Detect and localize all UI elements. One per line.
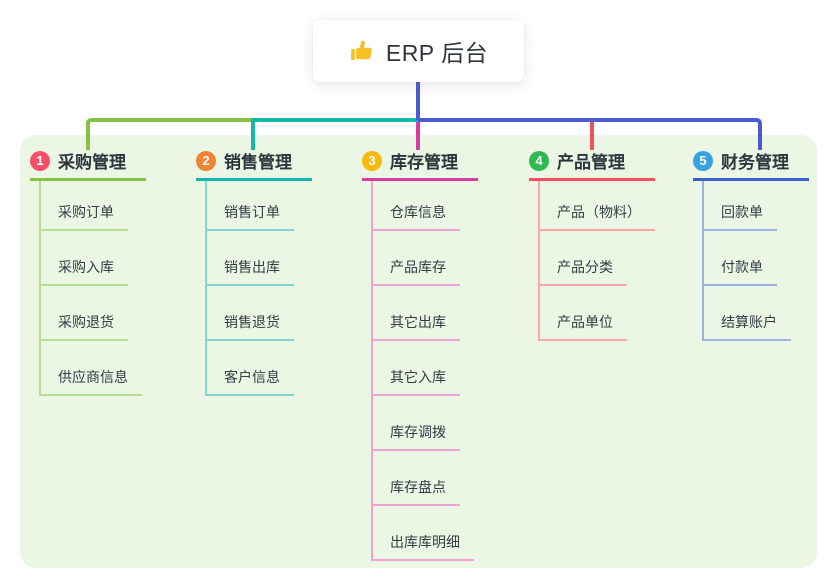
branch-number-badge: 4 xyxy=(529,150,549,171)
branch-title: 产品管理 xyxy=(557,153,625,172)
branch-item[interactable]: 其它出库 xyxy=(373,286,474,341)
branch-item-label: 产品库存 xyxy=(373,257,460,286)
branch-item-label: 其它出库 xyxy=(373,312,460,341)
branch-item[interactable]: 采购退货 xyxy=(41,286,142,341)
branch-title: 采购管理 xyxy=(58,153,126,172)
branch-item[interactable]: 供应商信息 xyxy=(41,341,142,396)
branch-item[interactable]: 销售出库 xyxy=(207,231,294,286)
branch-item[interactable]: 仓库信息 xyxy=(373,181,474,231)
branch-item-label: 销售退货 xyxy=(207,312,294,341)
branch-items: 销售订单销售出库销售退货客户信息 xyxy=(205,181,294,396)
branch-item[interactable]: 其它入库 xyxy=(373,341,474,396)
branch-item-label: 产品分类 xyxy=(540,257,627,286)
branch-item[interactable]: 结算账户 xyxy=(704,286,791,341)
branch-items: 仓库信息产品库存其它出库其它入库库存调拨库存盘点出库库明细 xyxy=(371,181,474,561)
branch-item-label: 仓库信息 xyxy=(373,202,460,231)
branch-item[interactable]: 回款单 xyxy=(704,181,791,231)
branch-item-label: 采购订单 xyxy=(41,202,128,231)
branch-item-label: 产品单位 xyxy=(540,312,627,341)
branch-items: 采购订单采购入库采购退货供应商信息 xyxy=(39,181,142,396)
branch-header-inventory[interactable]: 3 库存管理 xyxy=(362,148,478,181)
branch-number-badge: 5 xyxy=(693,150,713,171)
branch-item-label: 销售订单 xyxy=(207,202,294,231)
branch-title: 库存管理 xyxy=(390,153,458,172)
branch-item[interactable]: 库存调拨 xyxy=(373,396,474,451)
branch-finance: 5 财务管理 回款单付款单结算账户 xyxy=(693,148,809,341)
branch-item[interactable]: 库存盘点 xyxy=(373,451,474,506)
branch-item[interactable]: 产品单位 xyxy=(540,286,655,341)
branch-header-finance[interactable]: 5 财务管理 xyxy=(693,148,809,181)
branch-number-badge: 2 xyxy=(196,150,216,171)
branch-inventory: 3 库存管理 仓库信息产品库存其它出库其它入库库存调拨库存盘点出库库明细 xyxy=(362,148,478,561)
branch-item[interactable]: 销售订单 xyxy=(207,181,294,231)
branch-item-label: 库存盘点 xyxy=(373,477,460,506)
branch-items: 回款单付款单结算账户 xyxy=(702,181,791,341)
branch-item[interactable]: 采购入库 xyxy=(41,231,142,286)
branch-item-label: 产品（物料） xyxy=(540,202,655,231)
branch-item-label: 库存调拨 xyxy=(373,422,460,451)
branch-header-purchase[interactable]: 1 采购管理 xyxy=(30,148,146,181)
branch-item-label: 其它入库 xyxy=(373,367,460,396)
branch-item-label: 客户信息 xyxy=(207,367,294,396)
branch-item[interactable]: 采购订单 xyxy=(41,181,142,231)
branch-item[interactable]: 出库库明细 xyxy=(373,506,474,561)
branch-item[interactable]: 产品（物料） xyxy=(540,181,655,231)
branch-header-sales[interactable]: 2 销售管理 xyxy=(196,148,312,181)
root-title: ERP 后台 xyxy=(385,40,489,66)
branch-item[interactable]: 产品分类 xyxy=(540,231,655,286)
branch-title: 财务管理 xyxy=(721,153,789,172)
branch-item[interactable]: 产品库存 xyxy=(373,231,474,286)
branch-item[interactable]: 销售退货 xyxy=(207,286,294,341)
branch-sales: 2 销售管理 销售订单销售出库销售退货客户信息 xyxy=(196,148,312,396)
branch-item-label: 出库库明细 xyxy=(373,532,474,561)
branch-purchase: 1 采购管理 采购订单采购入库采购退货供应商信息 xyxy=(30,148,146,396)
branch-title: 销售管理 xyxy=(224,153,292,172)
root-node[interactable]: ERP 后台 xyxy=(313,20,524,82)
branch-item[interactable]: 付款单 xyxy=(704,231,791,286)
branch-item-label: 采购退货 xyxy=(41,312,128,341)
branch-items: 产品（物料） 产品分类产品单位 xyxy=(538,181,655,341)
branch-item-label: 采购入库 xyxy=(41,257,128,286)
branch-item-label: 供应商信息 xyxy=(41,367,142,396)
branch-item-label: 付款单 xyxy=(704,257,777,286)
thumbs-up-icon xyxy=(349,38,375,64)
branch-item-label: 回款单 xyxy=(704,202,777,231)
branch-product: 4 产品管理 产品（物料） 产品分类产品单位 xyxy=(529,148,655,341)
branch-number-badge: 1 xyxy=(30,150,50,171)
branch-item[interactable]: 客户信息 xyxy=(207,341,294,396)
branch-number-badge: 3 xyxy=(362,150,382,171)
branch-header-product[interactable]: 4 产品管理 xyxy=(529,148,655,181)
branch-item-label: 销售出库 xyxy=(207,257,294,286)
branch-item-label: 结算账户 xyxy=(704,312,791,341)
branches-panel xyxy=(20,135,817,568)
